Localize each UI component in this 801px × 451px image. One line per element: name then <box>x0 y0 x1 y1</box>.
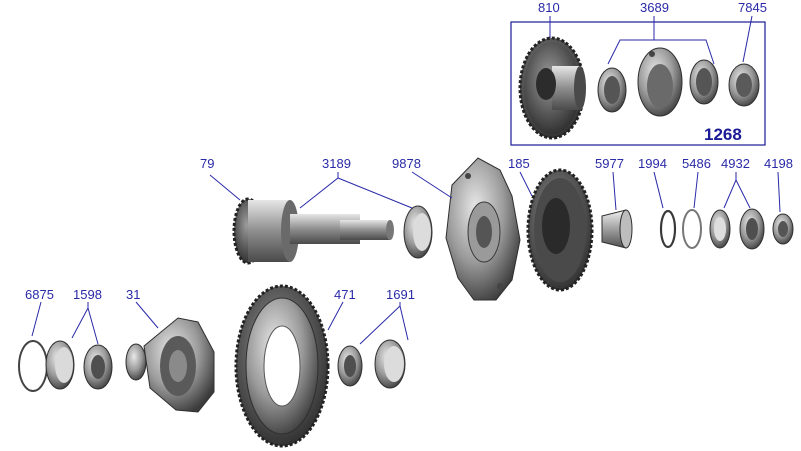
part-5486-shim[interactable] <box>682 209 702 249</box>
part-1691-bearing-race[interactable] <box>374 339 406 389</box>
part-1691-bearing-cone[interactable] <box>337 345 363 387</box>
part-7845-nut[interactable] <box>728 63 760 107</box>
part-5977-spacer[interactable] <box>601 209 633 249</box>
leader-9878 <box>411 171 453 199</box>
label-3689[interactable]: 3689 <box>640 0 669 15</box>
kit-box-frame <box>510 21 766 146</box>
label-810[interactable]: 810 <box>538 0 560 15</box>
label-1598[interactable]: 1598 <box>73 287 102 302</box>
leader-5977 <box>612 171 617 211</box>
part-4932-bearing-cone[interactable] <box>739 208 765 250</box>
leader-5486 <box>693 171 699 209</box>
leader-7845 <box>742 15 753 63</box>
part-810-drive-gear[interactable] <box>518 36 586 140</box>
part-471-ring-gear[interactable] <box>234 284 330 448</box>
leader-1598 <box>71 302 99 345</box>
kit-box-label[interactable]: 1268 <box>704 125 742 144</box>
label-6875[interactable]: 6875 <box>25 287 54 302</box>
label-31[interactable]: 31 <box>126 287 140 302</box>
label-5977[interactable]: 5977 <box>595 156 624 171</box>
leader-31 <box>135 301 159 329</box>
label-1994[interactable]: 1994 <box>638 156 667 171</box>
leader-1691 <box>359 302 409 345</box>
part-1598-bearing-race[interactable] <box>45 340 75 390</box>
label-185[interactable]: 185 <box>508 156 530 171</box>
label-5486[interactable]: 5486 <box>682 156 711 171</box>
leader-185 <box>519 171 533 197</box>
label-4198[interactable]: 4198 <box>764 156 793 171</box>
part-4932-bearing-race[interactable] <box>709 209 731 249</box>
part-31-differential-carrier[interactable] <box>125 317 215 413</box>
leader-79 <box>209 174 241 201</box>
part-79-pinion-gear[interactable] <box>232 197 394 265</box>
leader-4198 <box>777 171 781 213</box>
leader-3189 <box>299 172 413 209</box>
part-3689-bearing-b[interactable] <box>689 59 719 105</box>
leader-471 <box>327 301 344 331</box>
label-1691[interactable]: 1691 <box>386 287 415 302</box>
label-4932[interactable]: 4932 <box>721 156 750 171</box>
part-3689-bearing-a[interactable] <box>597 67 627 113</box>
label-9878[interactable]: 9878 <box>392 156 421 171</box>
label-79[interactable]: 79 <box>200 156 214 171</box>
label-3189[interactable]: 3189 <box>322 156 351 171</box>
part-185-transfer-gear[interactable] <box>526 168 594 292</box>
part-9878-housing[interactable] <box>445 157 521 301</box>
leader-3689 <box>607 16 715 65</box>
part-1994-snap-ring[interactable] <box>659 209 677 249</box>
part-3189-bearing-race[interactable] <box>403 205 433 259</box>
leader-1994 <box>653 171 664 209</box>
part-6875-ring[interactable] <box>18 340 48 392</box>
part-3689-bearing-carrier[interactable] <box>637 47 683 117</box>
label-471[interactable]: 471 <box>334 287 356 302</box>
part-4198-nut[interactable] <box>772 213 794 245</box>
leader-4932 <box>723 172 751 209</box>
label-7845[interactable]: 7845 <box>738 0 767 15</box>
part-1598-bearing-cone[interactable] <box>83 344 113 390</box>
leader-6875 <box>31 301 42 337</box>
